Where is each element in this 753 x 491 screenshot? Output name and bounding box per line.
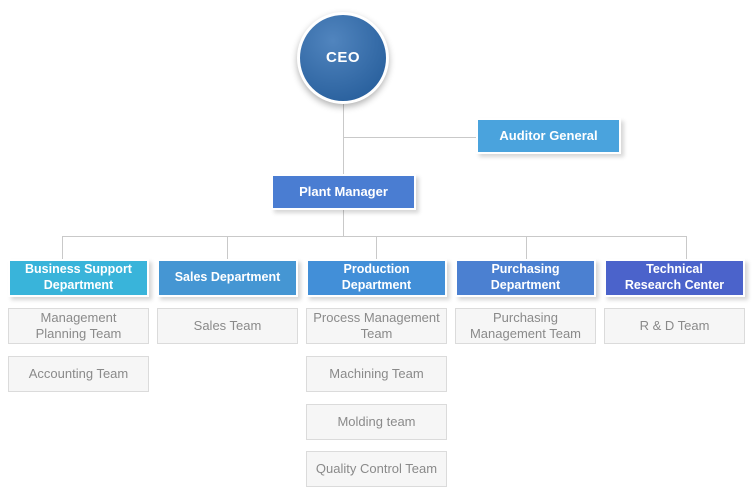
connector-drop-production [376,236,377,259]
connector-ceo-to-plant-manager [343,104,344,174]
team-r-and-d: R & D Team [604,308,745,344]
team-machining: Machining Team [306,356,447,392]
connector-drop-business-support [62,236,63,259]
ceo-node: CEO [297,12,389,104]
connector-drop-technical [686,236,687,259]
department-sales: Sales Department [157,259,298,297]
department-purchasing: Purchasing Department [455,259,596,297]
connector-to-auditor-general [343,137,476,138]
team-sales: Sales Team [157,308,298,344]
plant-manager-node: Plant Manager [271,174,416,210]
team-accounting: Accounting Team [8,356,149,392]
auditor-general-node: Auditor General [476,118,621,154]
connector-plant-manager-down [343,210,344,237]
department-technical-research: Technical Research Center [604,259,745,297]
team-molding: Molding team [306,404,447,440]
department-production: Production Department [306,259,447,297]
team-purchasing-management: Purchasing Management Team [455,308,596,344]
team-process-management: Process Management Team [306,308,447,344]
connector-drop-sales [227,236,228,259]
department-business-support: Business Support Department [8,259,149,297]
team-management-planning: Management Planning Team [8,308,149,344]
connector-department-bus [62,236,687,237]
team-quality-control: Quality Control Team [306,451,447,487]
connector-drop-purchasing [526,236,527,259]
